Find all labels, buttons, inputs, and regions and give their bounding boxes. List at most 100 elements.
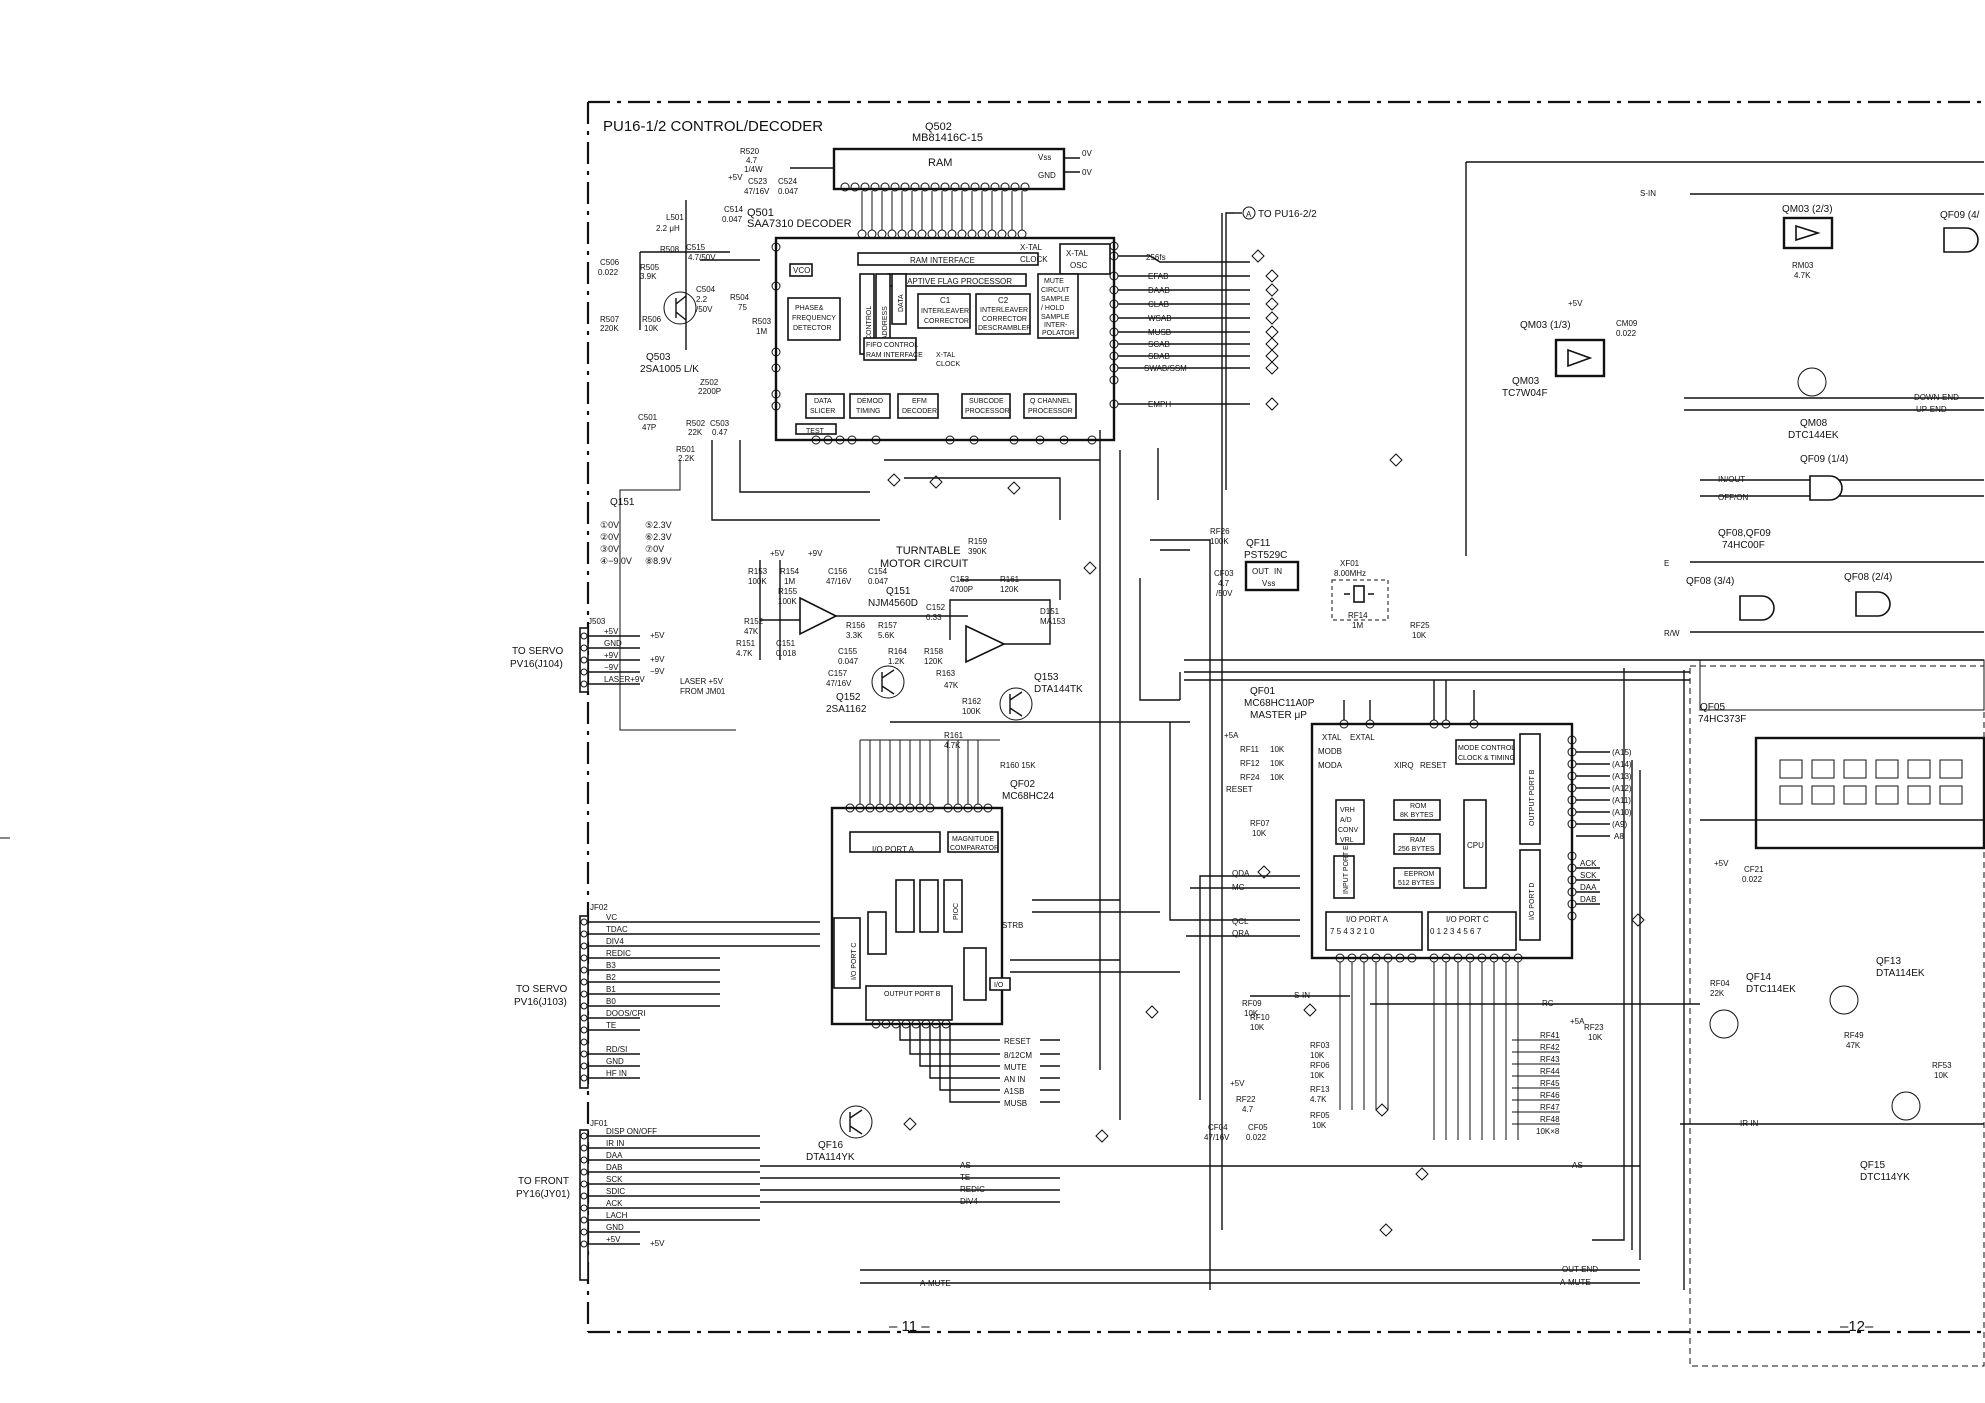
svg-text:IR IN: IR IN [606,1139,624,1148]
svg-text:2.2: 2.2 [696,295,708,304]
svg-text:XIRQ: XIRQ [1394,761,1414,770]
q503-transistor: Q503 2SA1005 L/K [640,291,699,375]
svg-text:R520: R520 [740,147,760,156]
svg-text:4.7K: 4.7K [1310,1095,1327,1104]
svg-text:R157: R157 [878,621,898,630]
svg-text:47/16V: 47/16V [826,679,852,688]
svg-text:GND: GND [606,1223,624,1232]
svg-text:+5V: +5V [650,631,665,640]
svg-text:0.047: 0.047 [722,215,743,224]
svg-text:−9V: −9V [604,663,619,672]
svg-text:INTER-: INTER- [1044,322,1068,329]
svg-text:C154: C154 [868,567,888,576]
svg-text:GND: GND [606,1057,624,1066]
svg-text:10K: 10K [1270,745,1285,754]
svg-text:0.022: 0.022 [1742,875,1763,884]
svg-text:74HC00F: 74HC00F [1722,540,1765,551]
svg-text:TO SERVO: TO SERVO [516,984,568,995]
svg-text:CORRECTOR: CORRECTOR [924,318,969,325]
svg-text:DTA114EK: DTA114EK [1876,968,1925,979]
svg-text:FROM JM01: FROM JM01 [680,687,726,696]
qf14-transistor: QF14 DTC114EK RF04 22K [1709,972,1796,1039]
svg-text:SCK: SCK [1580,871,1597,880]
svg-text:100K: 100K [1210,537,1229,546]
svg-text:QRA: QRA [1232,929,1250,938]
svg-text:DTC114YK: DTC114YK [1860,1172,1910,1183]
svg-text:RF45: RF45 [1540,1079,1560,1088]
svg-text:SCAB: SCAB [1148,340,1170,349]
svg-text:RF14: RF14 [1348,611,1368,620]
svg-text:0.047: 0.047 [868,577,889,586]
connector-j503: J503 +5V GND +9V −9V LASER+9V LASER +5V … [510,617,726,696]
svg-text:LASER +5V: LASER +5V [680,677,724,686]
svg-text:PST529C: PST529C [1244,550,1287,561]
svg-text:DOOS/CRI: DOOS/CRI [606,1009,646,1018]
svg-text:+5A: +5A [1224,731,1239,740]
svg-text:VRL: VRL [1340,837,1354,844]
svg-text:RF07: RF07 [1250,819,1270,828]
svg-text:EMPH: EMPH [1148,400,1171,409]
svg-text:B3: B3 [606,961,616,970]
svg-text:3.9K: 3.9K [640,272,657,281]
svg-text:DAA: DAA [1580,883,1597,892]
svg-text:10K: 10K [1310,1071,1325,1080]
svg-text:X-TAL: X-TAL [1066,249,1089,258]
qf05-latch-ic: QF05 74HC373F +5V CF21 0.022 [1698,702,1985,884]
svg-text:TO PU16-2/2: TO PU16-2/2 [1258,209,1317,220]
svg-text:4.7: 4.7 [1218,579,1230,588]
svg-text:QF02: QF02 [1010,779,1035,790]
svg-text:0.047: 0.047 [778,187,799,196]
svg-text:R164: R164 [888,647,908,656]
svg-text:DOWN-END: DOWN-END [1914,393,1959,402]
svg-text:47K: 47K [944,681,959,690]
svg-text:10K: 10K [1310,1051,1325,1060]
svg-text:QF16: QF16 [818,1140,843,1151]
q501-output-nets: 256fs EFAB DAAB CLAB WSAB MUSB SCAB SDAB… [1118,249,1279,411]
svg-text:J503: J503 [588,617,606,626]
svg-text:C506: C506 [600,258,620,267]
svg-text:SDIC: SDIC [606,1187,625,1196]
svg-text:QF09 (4/: QF09 (4/ [1940,210,1980,221]
svg-text:DAB: DAB [1580,895,1596,904]
svg-text:Q151: Q151 [610,497,635,508]
svg-text:DEMOD: DEMOD [857,398,883,405]
svg-text:B1: B1 [606,985,616,994]
svg-text:PROCESSOR: PROCESSOR [1028,408,1073,415]
bottom-bus-lines: AS TE REDIC DIV4 OUT-END A-MUTE A-MUTE I… [760,991,1984,1288]
svg-text:CLOCK & TIMING: CLOCK & TIMING [1458,755,1515,762]
svg-text:RF10: RF10 [1250,1013,1270,1022]
svg-text:DESCRAMBLER: DESCRAMBLER [978,325,1031,332]
svg-text:R507: R507 [600,315,620,324]
svg-text:DECODER: DECODER [902,408,937,415]
svg-text:Z502: Z502 [700,378,719,387]
q502-label: RAM [928,157,952,169]
svg-text:RF43: RF43 [1540,1055,1560,1064]
svg-text:TC7W04F: TC7W04F [1502,388,1548,399]
svg-text:R503: R503 [752,317,772,326]
svg-text:+5V: +5V [1714,859,1729,868]
svg-text:DTA114YK: DTA114YK [806,1152,855,1163]
svg-text:10K: 10K [1252,829,1267,838]
svg-text:I/O: I/O [994,982,1004,989]
svg-text:2.2 μH: 2.2 μH [656,224,680,233]
svg-text:R504: R504 [730,293,750,302]
svg-text:+5V: +5V [728,173,743,182]
svg-text:SAMPLE: SAMPLE [1041,314,1070,321]
svg-text:JF01: JF01 [590,1119,608,1128]
svg-text:QDA: QDA [1232,869,1250,878]
svg-text:VC: VC [606,913,617,922]
q502-ram-ic: Q502 MB81416C-15 RAM Vss GND 0V 0V [790,121,1092,192]
svg-text:Vss: Vss [1038,153,1051,162]
svg-text:INTERLEAVER: INTERLEAVER [980,307,1028,314]
connector-jf01: JF01 DISP ON/OFF IR IN DAA DAB SCK SDIC … [516,1119,760,1281]
svg-text:390K: 390K [968,547,987,556]
svg-text:256fs: 256fs [1146,253,1166,262]
q503-passives: L501 2.2 μH C506 0.022 R505 3.9K R508 C5… [598,147,799,731]
svg-text:JF02: JF02 [590,903,608,912]
svg-text:C524: C524 [778,177,798,186]
svg-text:R/W: R/W [1664,629,1680,638]
q501-part: SAA7310 DECODER [747,218,852,230]
qf01-mc68hc11-ic: QF01 MC68HC11A0P MASTER μP XTAL EXTAL MO… [1244,680,1632,1140]
svg-text:⑥2.3V: ⑥2.3V [645,532,672,542]
svg-text:10K×8: 10K×8 [1536,1127,1560,1136]
